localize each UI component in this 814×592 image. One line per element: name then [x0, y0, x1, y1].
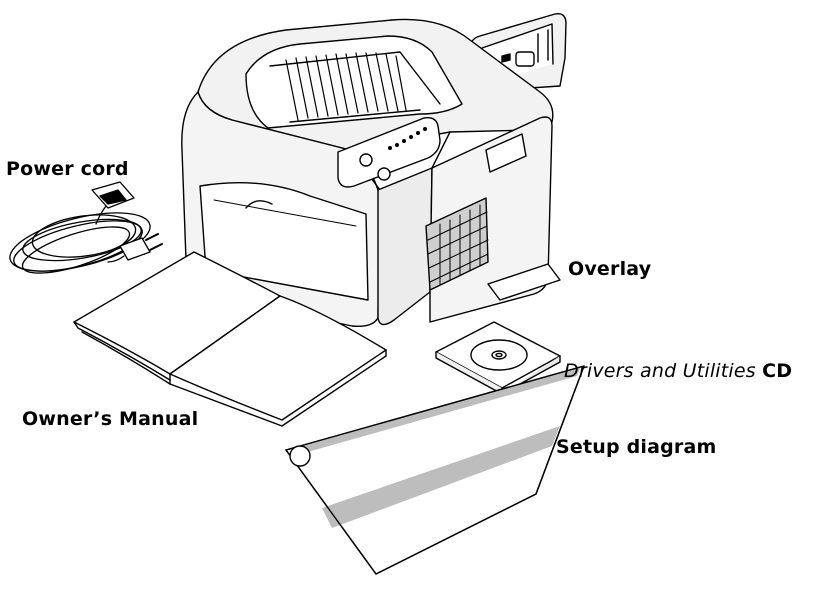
- power-cord-label: Power cord: [6, 158, 129, 180]
- setup-sheet-illustration: [285, 365, 585, 575]
- overlay-label: Overlay: [568, 258, 652, 280]
- overlay-card-illustration: [487, 263, 561, 301]
- drivers-cd-title: Drivers and Utilities: [564, 360, 756, 382]
- manual-booklet-illustration: [73, 251, 387, 427]
- setup-diagram-label: Setup diagram: [556, 436, 717, 458]
- printer-illustration: [181, 12, 567, 328]
- owners-manual-label: Owner’s Manual: [22, 408, 199, 430]
- drivers-cd-label: Drivers and Utilities CD: [564, 360, 792, 382]
- power-cord-illustration: [9, 181, 163, 274]
- drivers-cd-suffix: CD: [762, 360, 793, 382]
